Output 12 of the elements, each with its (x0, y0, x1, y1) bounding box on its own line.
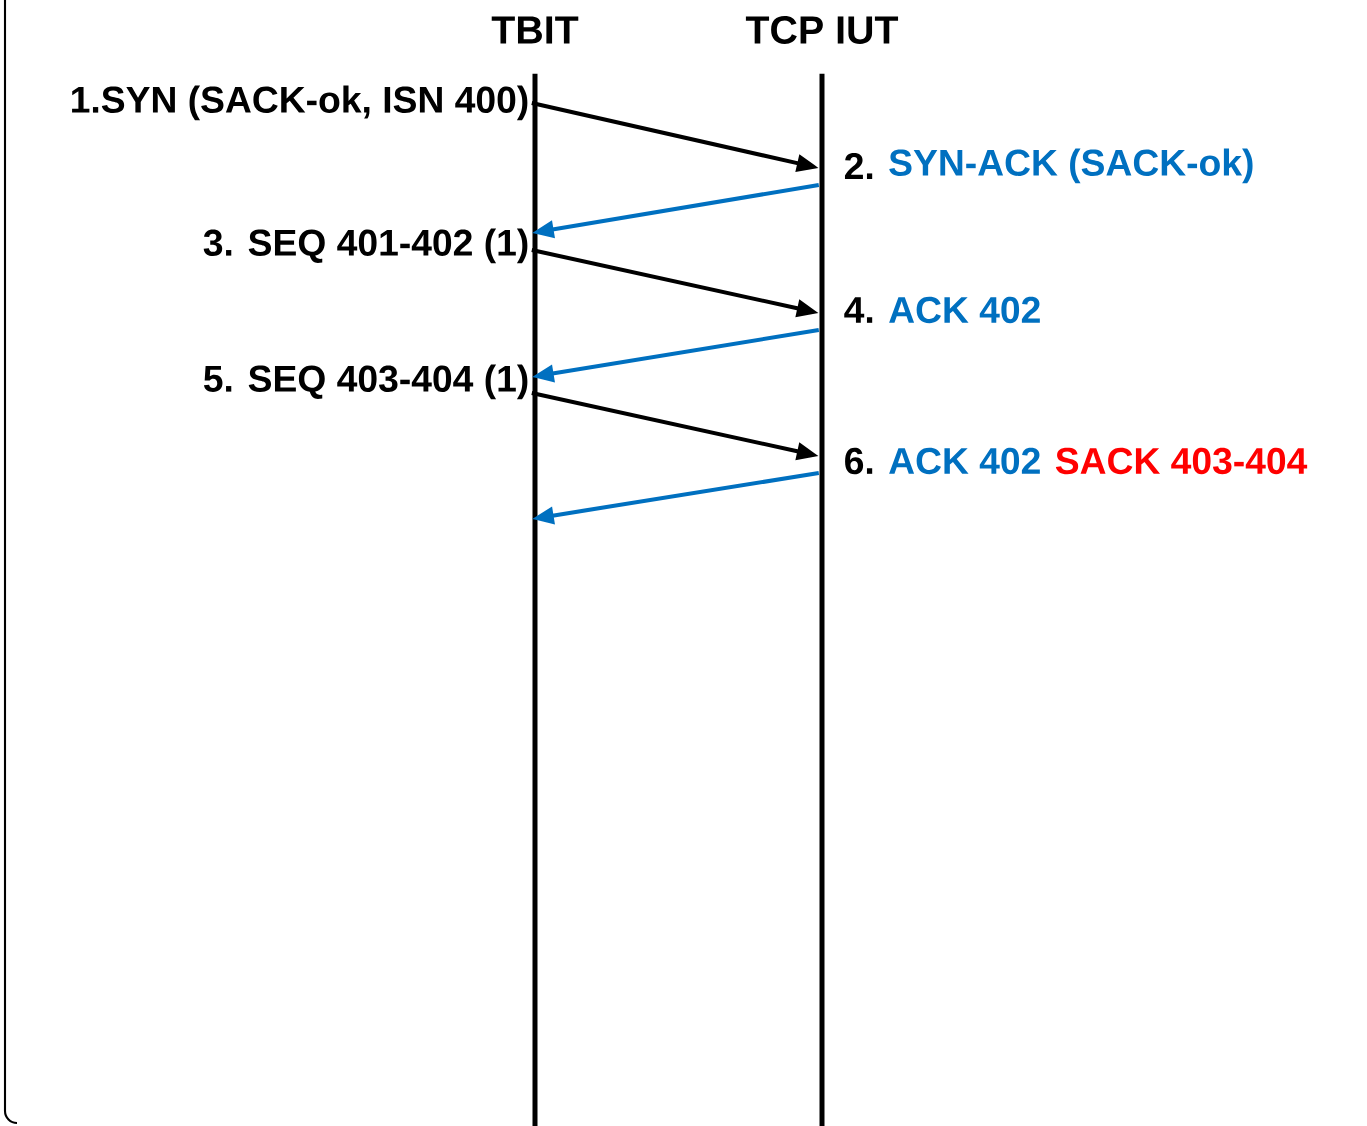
message-label: 4. (844, 297, 873, 323)
participant-label: TCP IUT (745, 16, 899, 44)
message-label: 1.SYN (SACK-ok, ISN 400) (72, 85, 528, 121)
message-label: 5. SEQ 403-404 (1) (203, 364, 528, 400)
message-label: 2. (844, 152, 873, 179)
message-label: ACK 402 (889, 296, 1040, 324)
message-label: SYN-ACK (SACK-ok) (889, 148, 1253, 184)
participant-label: TBIT (491, 16, 579, 44)
message-label: 3. SEQ 401-402 (1) (203, 228, 528, 264)
message-label: SACK 403-404 (1055, 447, 1308, 475)
message-label: ACK 402 (889, 447, 1040, 475)
message-label: 6. (845, 447, 873, 475)
